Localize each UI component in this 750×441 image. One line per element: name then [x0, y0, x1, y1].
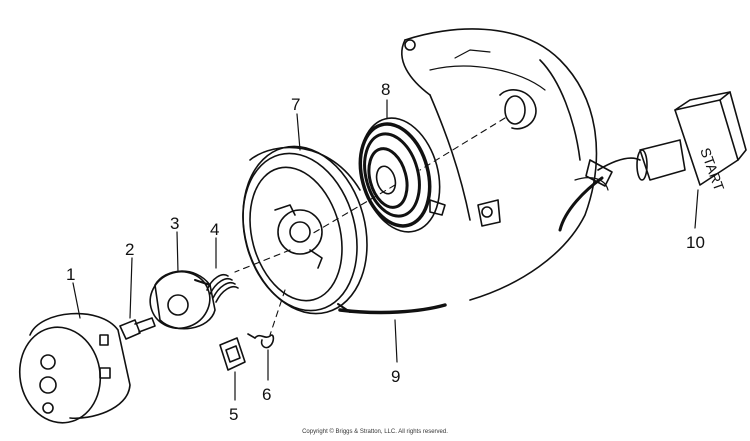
- leader-lines: [72, 99, 699, 401]
- rewind-spring: [358, 117, 446, 233]
- callout-3: 3: [170, 214, 179, 233]
- starter-pawl: [219, 337, 246, 371]
- callout-4: 4: [210, 220, 219, 239]
- pawl-spring: [247, 333, 275, 349]
- callout-8: 8: [381, 80, 390, 99]
- starter-housing: [401, 28, 609, 301]
- screw: [119, 317, 156, 340]
- callout-7: 7: [291, 95, 300, 114]
- starter-cup: [18, 312, 131, 424]
- callout-1: 1: [66, 265, 75, 284]
- starter-hub: [149, 270, 216, 330]
- callout-6: 6: [262, 385, 271, 404]
- copyright-notice: Copyright © Briggs & Stratton, LLC. All …: [302, 429, 448, 435]
- callout-9: 9: [391, 367, 400, 386]
- assembly-centerline: [234, 117, 506, 336]
- starter-handle: [558, 91, 747, 232]
- callout-2: 2: [125, 240, 134, 259]
- compression-spring: [206, 274, 239, 303]
- callout-5: 5: [229, 405, 238, 424]
- callout-10: 10: [686, 233, 705, 252]
- rope-pulley: [242, 145, 368, 315]
- starter-rope: [337, 303, 447, 315]
